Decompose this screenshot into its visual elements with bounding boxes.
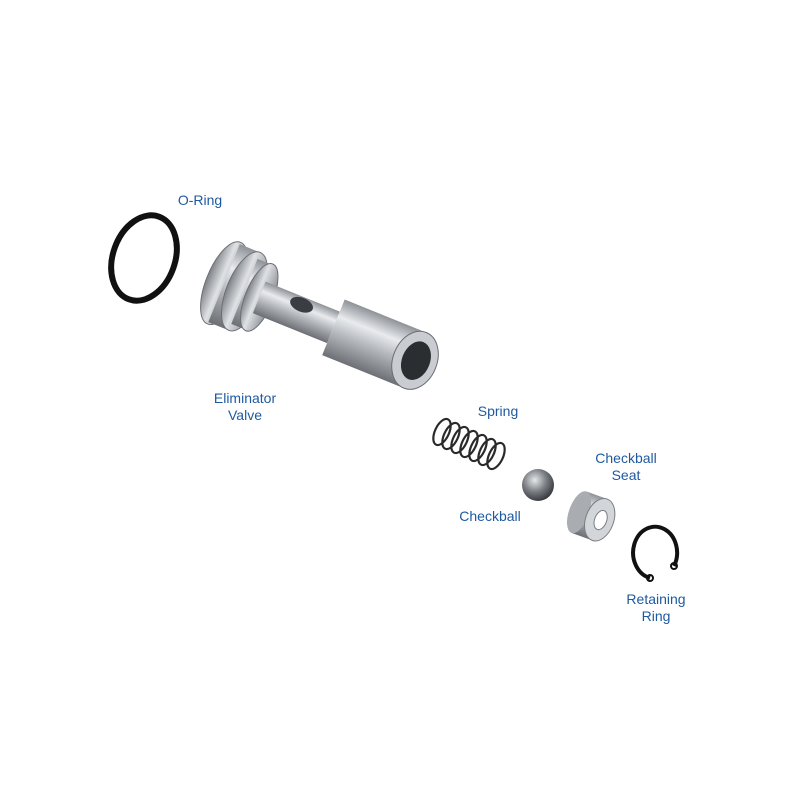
o-ring-part	[108, 212, 180, 304]
retaining-ring-label: Retaining Ring	[626, 591, 685, 625]
o-ring-label: O-Ring	[177, 192, 223, 208]
spring-part	[432, 417, 506, 471]
eliminator-valve-label: Eliminator Valve	[214, 390, 276, 424]
checkball-label: Checkball	[459, 508, 521, 524]
checkball-part	[522, 469, 554, 501]
retaining-ring-part	[631, 524, 680, 582]
retaining-ring-label-line2: Ring	[641, 608, 671, 624]
checkball-seat-label: Checkball Seat	[595, 450, 656, 484]
retaining-ring-label-line1: Retaining	[626, 591, 686, 607]
checkball-seat-part	[566, 491, 616, 542]
eliminator-valve-part	[200, 241, 439, 390]
spring-label: Spring	[477, 403, 519, 419]
checkball-seat-label-line1: Checkball	[595, 450, 657, 466]
eliminator-valve-label-line1: Eliminator	[213, 390, 277, 406]
eliminator-valve-label-line2: Valve	[228, 407, 262, 423]
checkball-seat-label-line2: Seat	[611, 467, 641, 483]
